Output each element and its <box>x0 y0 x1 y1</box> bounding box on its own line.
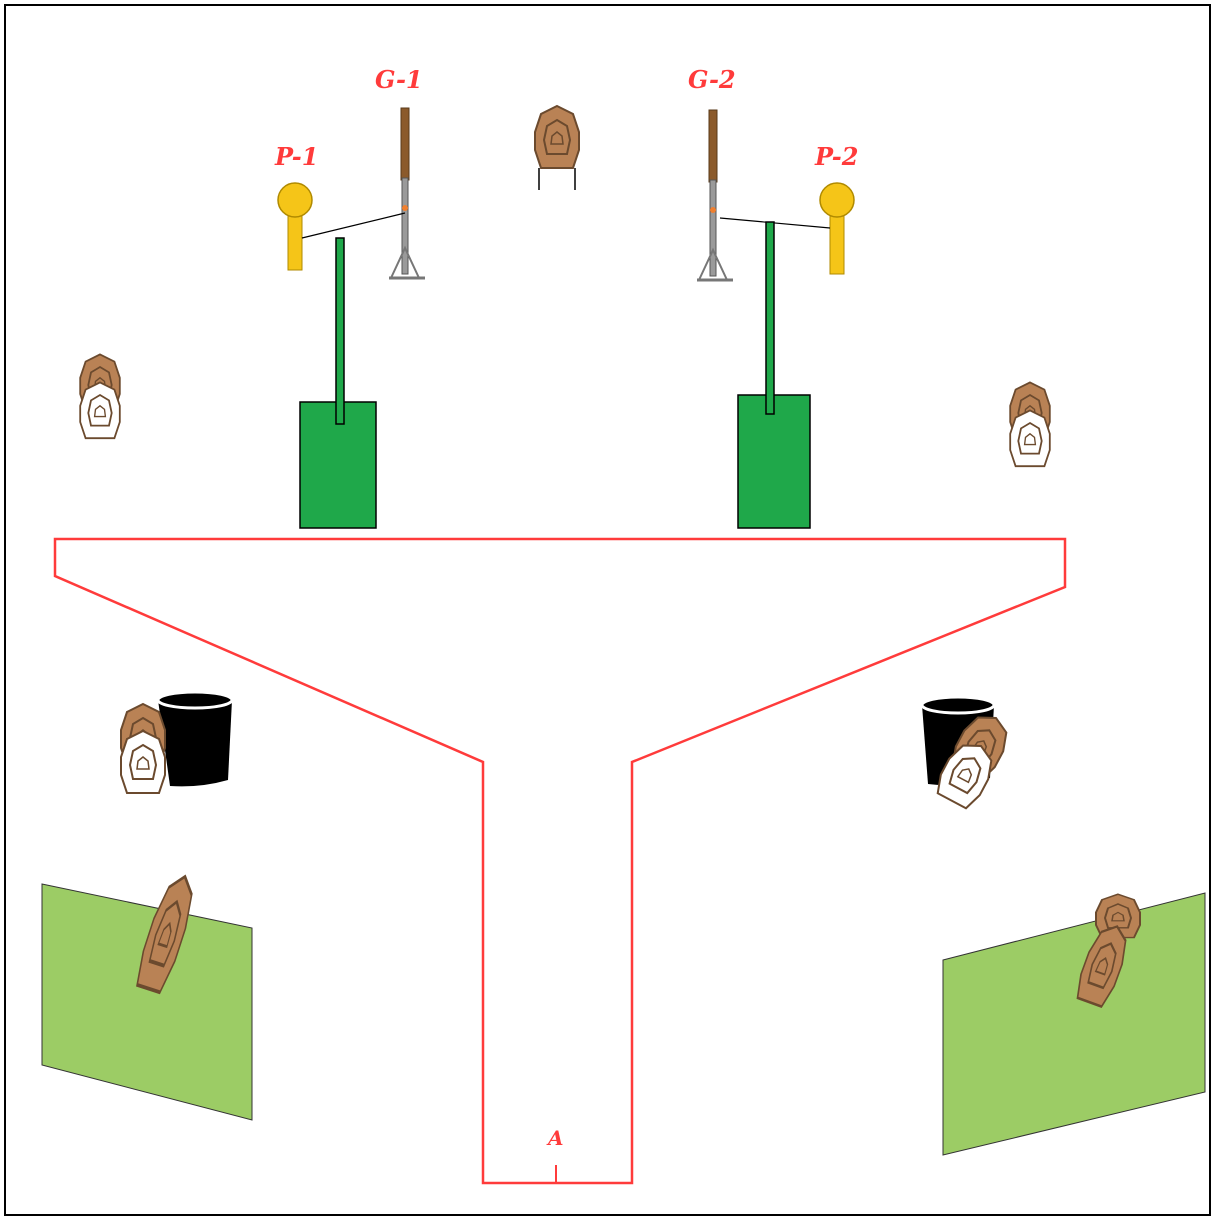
no-shoot-panel-left-icon <box>41 883 253 1121</box>
steel-popper-p1-icon <box>277 182 313 271</box>
label-p2: P-2 <box>814 142 858 171</box>
cable-left <box>301 212 406 239</box>
paper-target-left-upper-icon <box>79 353 121 440</box>
label-g2: G-2 <box>688 65 736 94</box>
label-p1: P-1 <box>274 142 318 171</box>
barrel-right-icon <box>737 221 811 529</box>
gun-stand-g2-icon <box>695 108 735 282</box>
paper-target-left-drum-icon <box>120 703 166 794</box>
label-a: A <box>546 1126 564 1150</box>
steel-popper-p2-icon <box>819 182 855 275</box>
barrel-left-icon <box>299 237 377 529</box>
label-g1: G-1 <box>375 65 423 94</box>
drum-left-icon <box>156 690 234 787</box>
frame <box>4 4 1211 1216</box>
paper-target-top-center-icon <box>534 105 580 190</box>
cable-right <box>719 217 831 229</box>
paper-target-right-upper-icon <box>1009 381 1051 468</box>
gun-stand-g1-icon <box>387 106 427 280</box>
fault-line-shooting-area <box>53 537 1067 1185</box>
no-shoot-panel-right-icon <box>942 892 1206 1156</box>
